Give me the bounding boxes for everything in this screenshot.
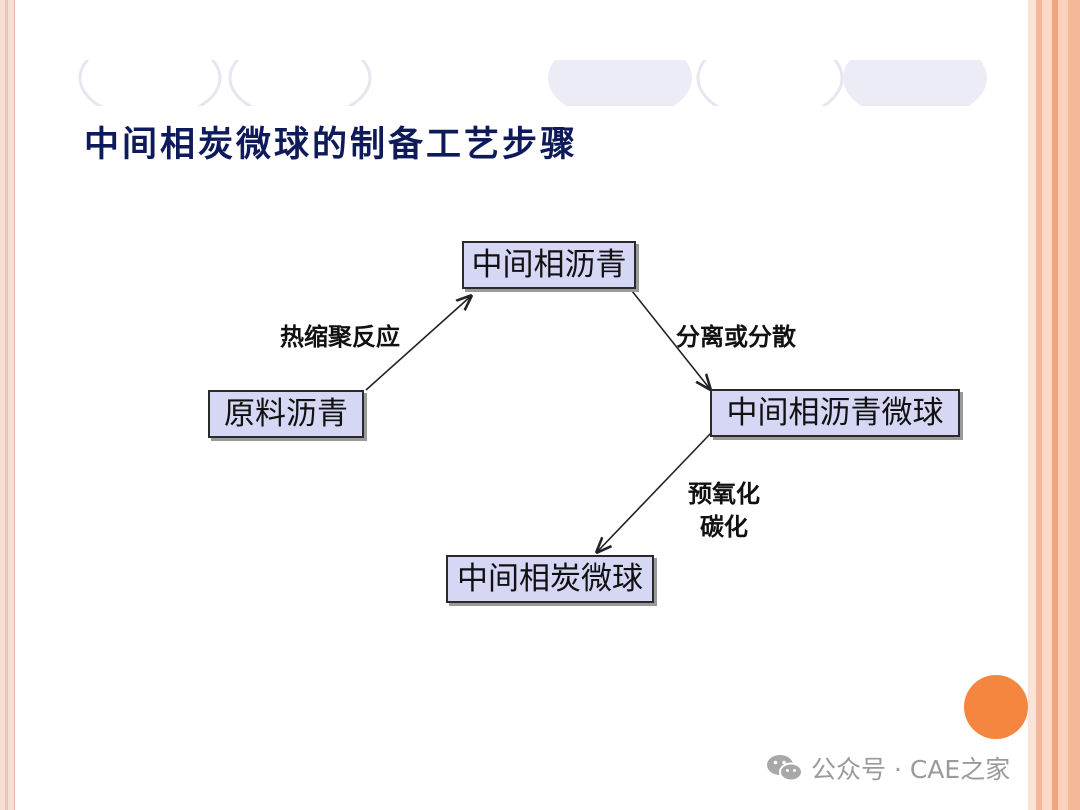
arrow-mesophase-to-microspheres (631, 290, 710, 389)
node-raw-pitch: 原料沥青 (208, 390, 364, 438)
edge-label-oxidation-carbonization: 预氧化 碳化 (674, 478, 774, 544)
arrow-microspheres-to-carbon (597, 431, 713, 552)
slide-title: 中间相炭微球的制备工艺步骤 (84, 124, 579, 165)
node-mesophase-pitch-microspheres: 中间相沥青微球 (710, 389, 960, 437)
wechat-icon (767, 755, 803, 782)
watermark-text: 公众号 · CAE之家 (811, 755, 1011, 784)
right-decorative-stripes (1028, 0, 1080, 810)
node-mesophase-pitch: 中间相沥青 (462, 241, 636, 289)
edge-label-line-preoxidation: 预氧化 (688, 480, 760, 508)
node-mesophase-carbon-microspheres: 中间相炭微球 (446, 555, 654, 603)
left-border-line (5, 0, 8, 810)
watermark: 公众号 · CAE之家 (765, 750, 1010, 786)
edge-label-separation-dispersion: 分离或分散 (676, 323, 796, 351)
edge-label-thermal-polycondensation: 热缩聚反应 (280, 323, 400, 351)
left-border (0, 0, 15, 810)
header-decoration (60, 60, 1020, 130)
arrow-raw-to-mesophase (365, 296, 471, 391)
edge-label-line-carbonization: 碳化 (700, 513, 748, 541)
orange-accent-circle (964, 675, 1028, 739)
